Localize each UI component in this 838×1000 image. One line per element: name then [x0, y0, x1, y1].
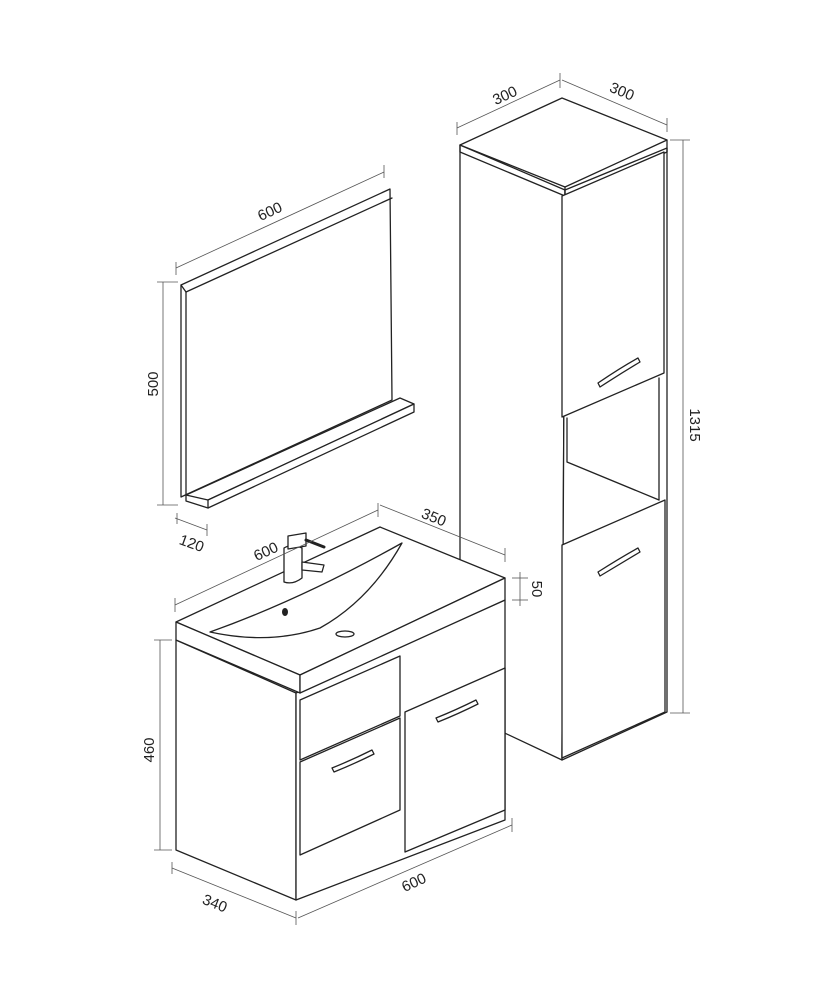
tall-cabinet-width-label: 300	[490, 83, 520, 109]
vanity-top-depth-label: 350	[419, 505, 449, 530]
left-door	[299, 717, 401, 856]
basin	[209, 542, 403, 639]
drain	[335, 630, 355, 638]
vanity-unit	[175, 526, 506, 901]
vanity-width-label: 600	[399, 870, 429, 896]
left-door-handle	[331, 749, 375, 773]
overflow-hole	[282, 608, 288, 616]
upper-door	[561, 151, 665, 418]
tall-cabinet	[459, 97, 668, 761]
drawer-front	[299, 655, 401, 761]
upper-door-handle	[597, 357, 641, 388]
vanity-height-label: 460	[141, 737, 158, 762]
vanity-top-thickness-label: 50	[528, 581, 545, 598]
dimension-lines	[154, 73, 690, 925]
mirror-shelf-depth-label: 120	[177, 532, 206, 557]
drawer-handle	[435, 699, 479, 723]
right-door	[404, 667, 506, 853]
mirror-height-label: 500	[145, 371, 162, 396]
faucet	[283, 532, 326, 584]
lower-door	[561, 499, 666, 759]
mirror-width-label: 600	[255, 199, 285, 225]
tall-cabinet-height-label: 1315	[686, 408, 703, 441]
vanity-top-width-label: 600	[251, 539, 281, 565]
mirror-cabinet	[180, 188, 415, 509]
lower-door-handle	[597, 547, 641, 577]
vanity-depth-label: 340	[200, 891, 230, 916]
